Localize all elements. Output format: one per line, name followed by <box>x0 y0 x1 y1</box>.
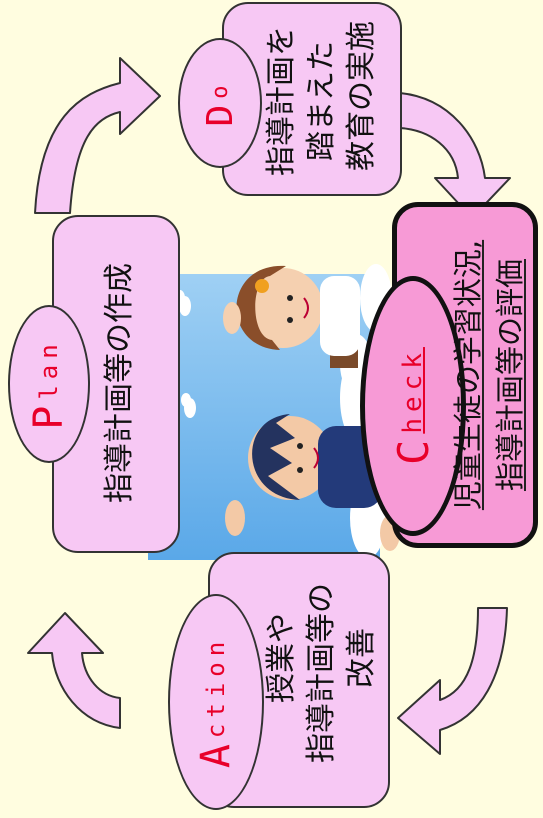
do-line-3: 教育の実施 <box>344 21 379 171</box>
check-line-1: 児童生徒の学習状況, <box>451 239 485 511</box>
action-rest: ction <box>202 635 230 739</box>
action-line-1: 授業や <box>264 613 299 703</box>
plan-letter: P <box>26 399 72 430</box>
do-line-2: 踏まえた <box>304 41 339 161</box>
plan-rest: lan <box>35 338 63 400</box>
check-letter: C <box>388 433 438 465</box>
check-line-2: 指導計画等の評価 <box>493 259 527 492</box>
plan-text: 指導計画等の作成 <box>102 263 137 503</box>
do-rest: o <box>207 79 233 99</box>
do-line-1: 指導計画を <box>264 26 299 176</box>
action-line-3: 改善 <box>344 628 379 688</box>
action-letter: A <box>193 738 239 769</box>
check-rest: heck <box>398 347 428 434</box>
action-line-2: 指導計画等の <box>304 583 339 763</box>
do-letter: D <box>199 98 241 127</box>
